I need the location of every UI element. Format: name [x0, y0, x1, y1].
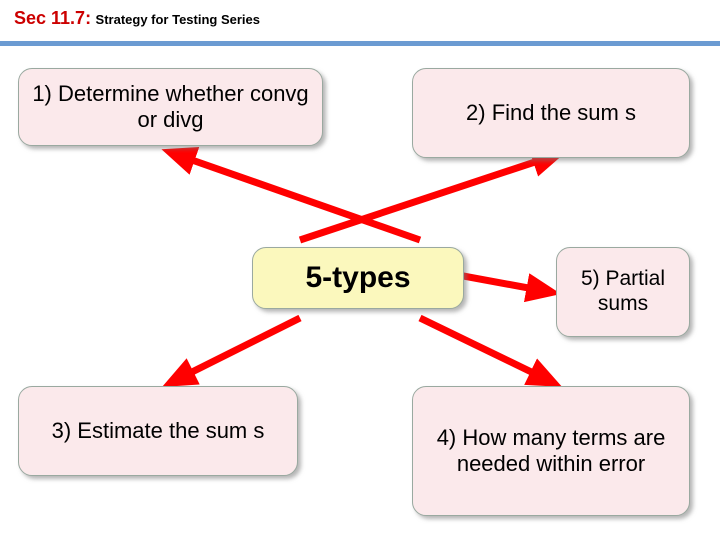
node-find-sum[interactable]: 2) Find the sum s [412, 68, 690, 158]
node-label: 1) Determine whether convg or divg [32, 81, 309, 132]
node-partial-sums[interactable]: 5) Partial sums [556, 247, 690, 337]
header-divider [0, 41, 720, 46]
node-label: 5) Partial sums [580, 267, 666, 315]
node-terms-needed[interactable]: 4) How many terms are needed within erro… [412, 386, 690, 516]
arrow-center-to-box2 [298, 148, 567, 244]
node-determine-convergence[interactable]: 1) Determine whether convg or divg [18, 68, 323, 146]
node-label: 3) Estimate the sum s [51, 418, 265, 444]
node-5-types[interactable]: 5-types [252, 247, 464, 309]
section-number: Sec 11.7 [14, 8, 86, 28]
slide-header: Sec 11.7: Strategy for Testing Series [0, 6, 720, 46]
arrow-center-to-box3 [161, 314, 302, 388]
node-label: 5-types [305, 261, 411, 295]
section-subtitle: Strategy for Testing Series [95, 12, 261, 27]
node-estimate-sum[interactable]: 3) Estimate the sum s [18, 386, 298, 476]
node-label: 4) How many terms are needed within erro… [436, 425, 666, 476]
node-label: 2) Find the sum s [466, 100, 636, 126]
section-separator: : [85, 8, 92, 28]
arrow-center-to-box4 [418, 314, 563, 387]
arrow-center-to-box1 [161, 147, 422, 244]
page-title: Sec 11.7: Strategy for Testing Series [14, 8, 260, 29]
